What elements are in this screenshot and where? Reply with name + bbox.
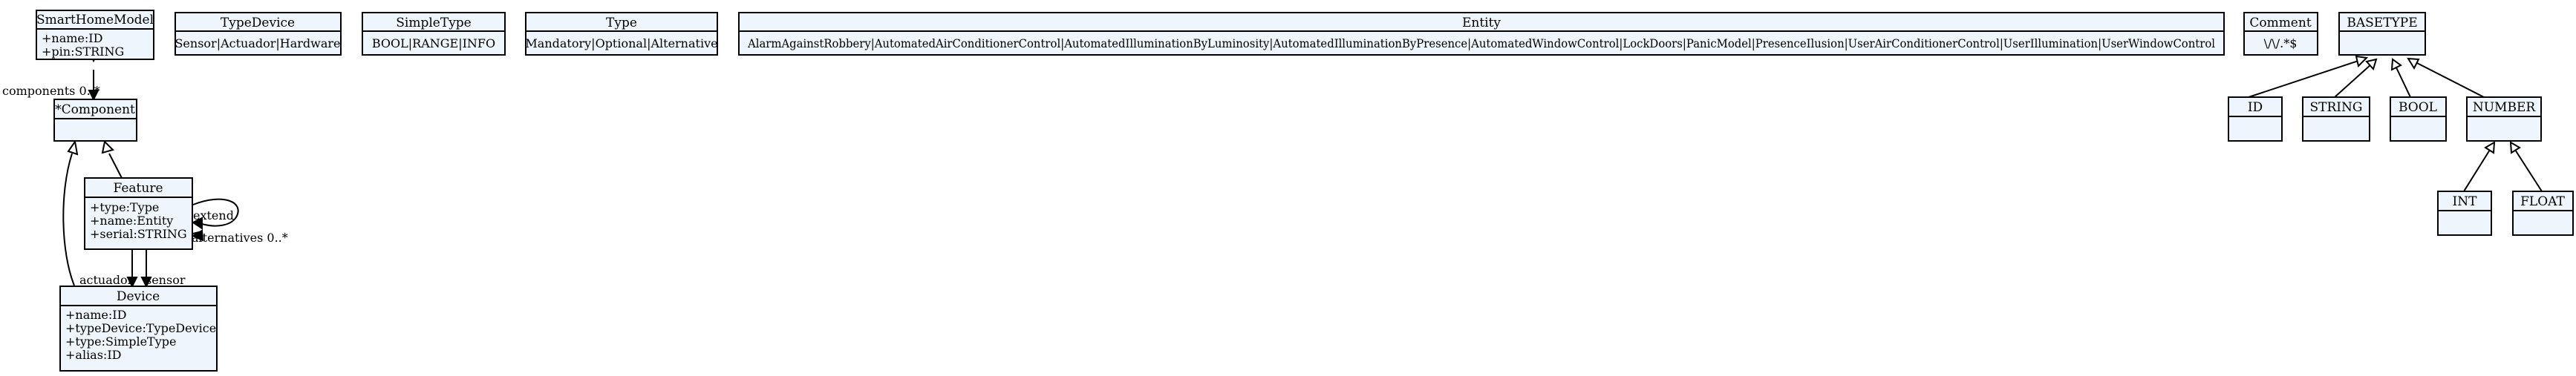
generalization-arrowhead xyxy=(2365,58,2378,70)
enum-name: Type xyxy=(606,16,637,30)
generalization-arrowhead xyxy=(101,139,114,154)
enum-name: Comment xyxy=(2249,16,2311,30)
class-attribute: +name:Entity xyxy=(90,214,173,228)
class-name: INT xyxy=(2453,194,2478,209)
enum-literals: BOOL|RANGE|INFO xyxy=(372,36,495,50)
class-name: NUMBER xyxy=(2473,100,2537,115)
enum-literals: \/\/.*$ xyxy=(2264,36,2298,50)
class-node-int: INT xyxy=(2437,191,2492,236)
class-node-basetype: BASETYPE xyxy=(2338,12,2426,56)
edge-label-extend: extend xyxy=(193,208,234,222)
generalization-device-component-edge xyxy=(62,153,75,286)
class-attribute: +pin:STRING xyxy=(42,44,124,59)
arrowhead xyxy=(126,277,138,288)
class-name: FLOAT xyxy=(2520,194,2565,209)
arrowhead xyxy=(88,90,100,102)
enum-literals: Sensor|Actuador|Hardware xyxy=(175,36,340,50)
enum-node-simpletype: SimpleType BOOL|RANGE|INFO xyxy=(362,12,506,56)
class-name: ID xyxy=(2248,100,2263,115)
enum-node-comment: Comment \/\/.*$ xyxy=(2243,12,2318,56)
generalization-arrowhead xyxy=(2484,141,2496,154)
class-node-number: NUMBER xyxy=(2466,96,2542,142)
association-extend-edge xyxy=(192,198,239,227)
class-node-smarthomemodel: SmartHomeModel +name:ID +pin:STRING xyxy=(36,10,154,60)
arrowhead xyxy=(140,277,152,288)
class-name: SmartHomeModel xyxy=(36,13,154,27)
arrowhead xyxy=(191,229,204,242)
class-attribute: +serial:STRING xyxy=(90,227,187,241)
class-name: Feature xyxy=(113,181,163,196)
class-attribute: +type:SimpleType xyxy=(65,334,176,349)
class-name: BASETYPE xyxy=(2347,16,2417,30)
generalization-id-basetype-edge xyxy=(2248,60,2359,98)
edge-label-components: components 0..* xyxy=(2,84,100,98)
enum-name: Entity xyxy=(1462,16,1501,30)
generalization-arrowhead xyxy=(2407,57,2420,70)
generalization-feature-component-edge xyxy=(108,153,123,179)
enum-literals: AlarmAgainstRobbery|AutomatedAirConditio… xyxy=(747,36,2215,50)
enum-literals: Mandatory|Optional|Alternative xyxy=(525,36,717,50)
class-name: BOOL xyxy=(2399,100,2437,115)
generalization-float-number-edge xyxy=(2514,149,2543,192)
enum-node-entity: Entity AlarmAgainstRobbery|AutomatedAirC… xyxy=(738,12,2225,56)
class-name: *Component xyxy=(55,102,135,117)
class-attribute: +name:ID xyxy=(65,308,126,322)
generalization-arrowhead xyxy=(2390,58,2402,71)
generalization-bool-basetype-edge xyxy=(2395,65,2411,98)
class-node-float: FLOAT xyxy=(2512,191,2574,236)
class-node-component: *Component xyxy=(53,99,137,142)
class-attribute: +name:ID xyxy=(42,31,102,45)
generalization-number-basetype-edge xyxy=(2415,62,2485,98)
edge-label-actuador: actuador xyxy=(79,273,134,287)
class-attribute: +type:Type xyxy=(90,200,159,214)
enum-name: SimpleType xyxy=(396,16,471,30)
class-attribute: +alias:ID xyxy=(65,348,121,362)
generalization-arrowhead xyxy=(67,139,79,156)
class-node-feature: Feature +type:Type +name:Entity +serial:… xyxy=(84,177,193,250)
class-node-device: Device +name:ID +typeDevice:TypeDevice +… xyxy=(59,286,218,372)
enum-node-typedevice: TypeDevice Sensor|Actuador|Hardware xyxy=(175,12,342,56)
enum-node-type: Type Mandatory|Optional|Alternative xyxy=(525,12,718,56)
class-name: STRING xyxy=(2310,100,2363,115)
generalization-int-number-edge xyxy=(2463,149,2491,192)
class-node-string: STRING xyxy=(2302,96,2370,142)
arrowhead xyxy=(192,217,203,230)
edge-label-alternatives: alternatives 0..* xyxy=(192,231,288,245)
enum-name: TypeDevice xyxy=(221,16,295,30)
class-node-bool: BOOL xyxy=(2390,96,2447,142)
edge-label-sensor: sensor xyxy=(146,273,186,287)
class-attribute: +typeDevice:TypeDevice xyxy=(65,321,216,335)
class-node-id: ID xyxy=(2228,96,2283,142)
generalization-arrowhead xyxy=(2355,55,2369,67)
class-name: Device xyxy=(117,289,160,304)
generalization-arrowhead xyxy=(2509,141,2521,154)
generalization-string-basetype-edge xyxy=(2334,63,2373,98)
